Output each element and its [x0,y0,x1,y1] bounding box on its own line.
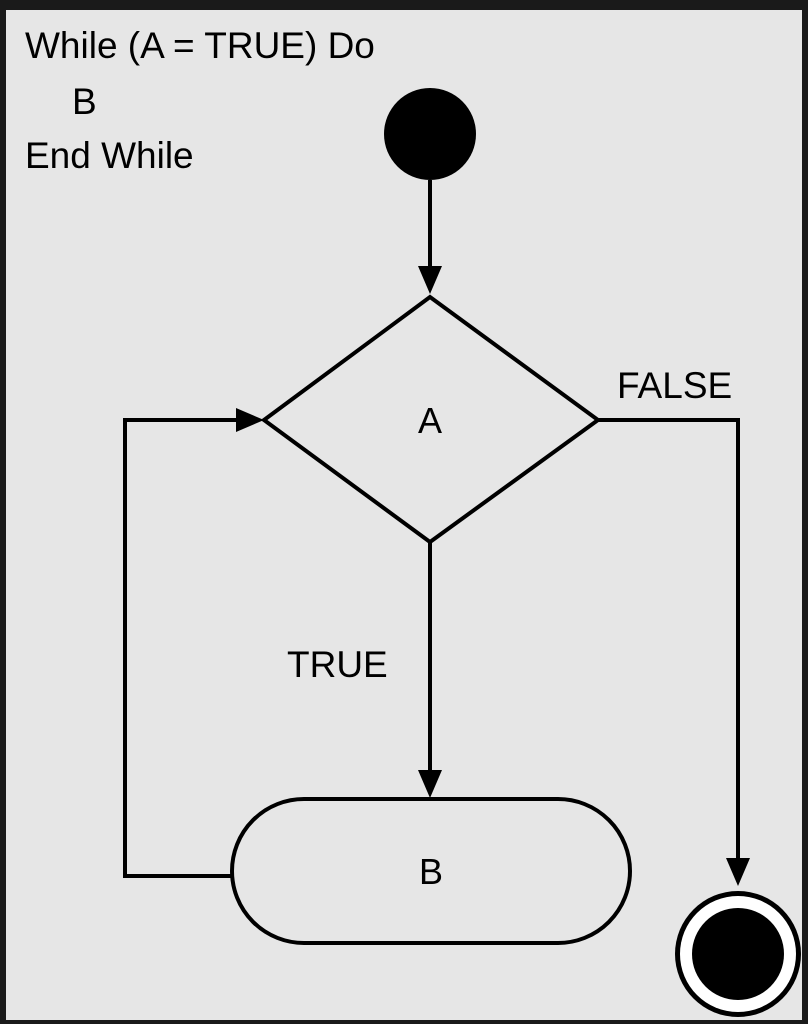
edge-false [598,418,740,862]
pseudocode-line-1: While (A = TRUE) Do [25,25,375,66]
start-node [384,88,476,180]
decision-label: A [418,400,442,441]
arrowhead-decision-left [236,408,264,432]
edge-loop-back [123,418,240,878]
arrowhead-action-top [418,770,442,798]
end-node-inner [692,908,784,1000]
pseudocode-line-3: End While [25,135,194,176]
arrowhead-decision-top [418,266,442,294]
pseudocode-line-2: B [72,81,97,122]
false-label: FALSE [617,365,732,406]
true-label: TRUE [287,644,388,685]
end-node [675,891,801,1017]
action-label: B [419,851,443,892]
arrowhead-end-top [726,858,750,886]
action-node [230,797,632,945]
